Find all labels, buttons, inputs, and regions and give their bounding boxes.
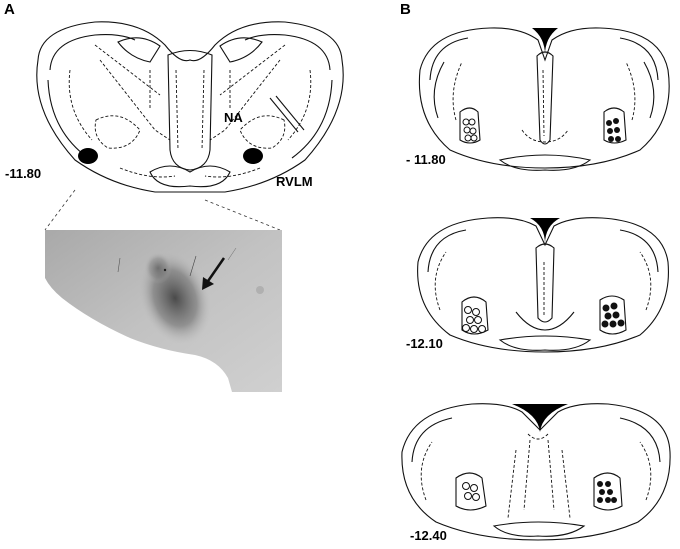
rvlm-lesion-left <box>78 148 98 164</box>
panel-b-section-3 <box>401 403 671 541</box>
arrow-icon <box>202 257 226 290</box>
zoom-guide-right <box>204 199 281 231</box>
panel-a-section-diagram <box>36 21 344 193</box>
panel-b-section-1-level: - 11.80 <box>406 152 446 167</box>
panel-a-label: A <box>4 1 15 18</box>
panel-a-section-level: -11.80 <box>5 166 42 181</box>
micrograph-image <box>45 230 282 392</box>
panel-a-region-na: NA <box>224 110 243 125</box>
zoom-guide-left <box>44 189 76 231</box>
rvlm-lesion-right <box>243 148 263 164</box>
panel-b-section-2-level: -12.10 <box>406 336 443 351</box>
panel-b-section-1 <box>418 27 670 171</box>
panel-a-region-rvlm: RVLM <box>276 174 313 189</box>
panel-b-section-3-level: -12.40 <box>410 528 447 543</box>
panel-b-label: B <box>400 1 411 18</box>
panel-b-section-2 <box>417 217 669 353</box>
